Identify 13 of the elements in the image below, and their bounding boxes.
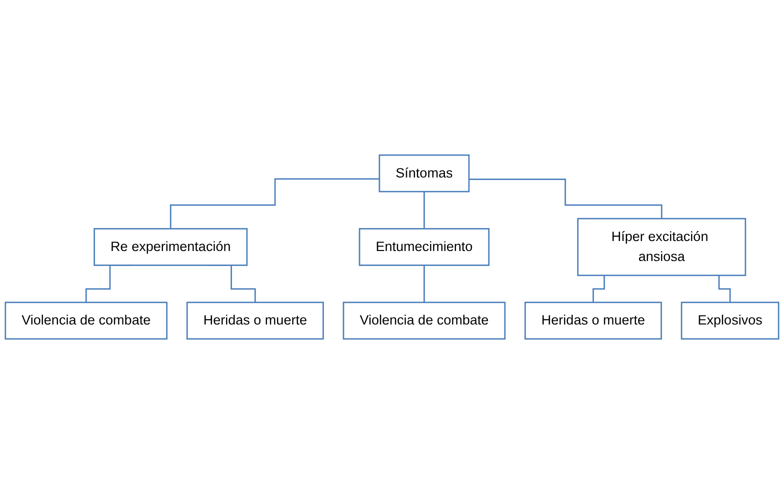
- connector: [170, 178, 380, 230]
- node-box: Entumecimiento: [358, 228, 490, 266]
- connector: [468, 178, 662, 220]
- connector: [424, 190, 425, 230]
- node-box: Explosivos: [680, 302, 780, 340]
- connector: [424, 264, 425, 304]
- node-box: Violencia de combate: [4, 302, 168, 340]
- node-box: Síntomas: [378, 154, 470, 192]
- node-box: Heridas o muerte: [524, 302, 662, 340]
- node-box: Re experimentación: [94, 228, 248, 266]
- node-box: Heridas o muerte: [186, 302, 324, 340]
- node-box: Violencia de combate: [342, 302, 506, 340]
- node-box: Híper excitación ansiosa: [577, 218, 746, 276]
